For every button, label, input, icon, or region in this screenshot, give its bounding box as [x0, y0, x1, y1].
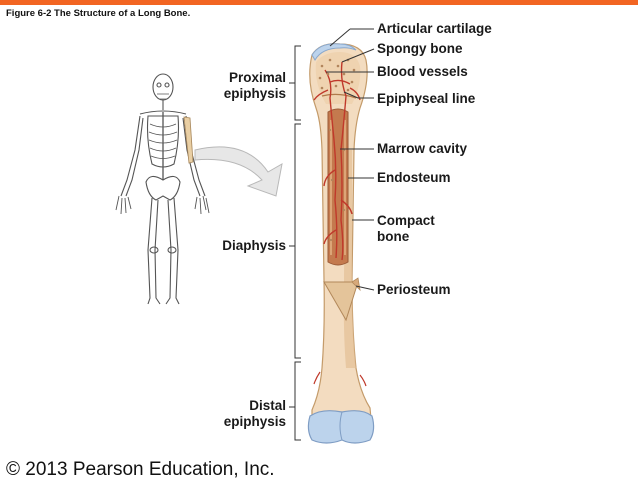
long-bone — [307, 43, 375, 444]
left-brackets — [289, 45, 301, 441]
label-distal-line-2: epiphysis — [223, 414, 286, 429]
label-blood-vessels: Blood vessels — [377, 64, 468, 79]
label-distal-line-1: Distal — [249, 398, 286, 413]
label-proximal-line-1: Proximal — [228, 70, 286, 85]
figure-title: Figure 6-2 The Structure of a Long Bone. — [6, 8, 191, 19]
label-proximal-line-2: epiphysis — [223, 86, 286, 101]
label-marrow-cavity: Marrow cavity — [377, 141, 468, 156]
label-articular-cartilage: Articular cartilage — [377, 21, 492, 36]
label-spongy-bone: Spongy bone — [377, 41, 463, 56]
label-compact-bone: Compact bone — [377, 213, 435, 245]
label-endosteum: Endosteum — [377, 170, 451, 185]
copyright-notice: © 2013 Pearson Education, Inc. — [6, 459, 275, 480]
leader-lines — [326, 28, 375, 291]
label-distal-epiphysis: Distal epiphysis — [214, 398, 286, 430]
highlighted-humerus — [183, 116, 194, 164]
label-diaphysis: Diaphysis — [222, 238, 286, 253]
label-proximal-epiphysis: Proximal epiphysis — [214, 70, 286, 102]
label-compact-line-1: Compact — [377, 213, 435, 228]
label-epiphyseal-line: Epiphyseal line — [377, 91, 476, 106]
label-compact-line-2: bone — [377, 229, 410, 244]
skeleton-figure — [115, 73, 210, 305]
pointer-arrow — [194, 146, 283, 197]
label-periosteum: Periosteum — [377, 282, 451, 297]
accent-bar — [0, 0, 638, 5]
